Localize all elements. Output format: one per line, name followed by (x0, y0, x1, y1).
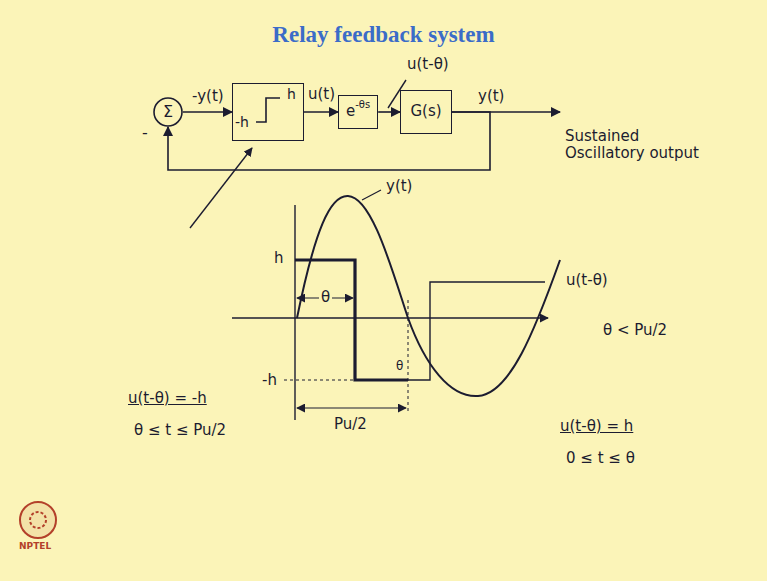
pointer-arrow (190, 148, 252, 228)
condition: 0 ≤ t ≤ θ (566, 450, 635, 467)
curve-label: u(t-θ) (566, 272, 608, 289)
summing-junction: Σ (153, 97, 183, 127)
relay-output-wave (408, 282, 545, 380)
relay-symbol (256, 98, 280, 122)
relay-box: h -h (232, 83, 304, 141)
relay-level: -h (235, 114, 249, 130)
transfer-function: G(s) (410, 103, 441, 120)
vertical-axis (294, 205, 295, 420)
curve-label: y(t) (386, 178, 412, 195)
level-label: h (274, 250, 284, 267)
output-curve (297, 196, 560, 396)
leader-line (388, 80, 406, 108)
equation: u(t-θ) = h (560, 418, 633, 435)
junction-circle (154, 98, 182, 126)
delay-exponent: -θs (355, 99, 370, 111)
note: Sustained Oscillatory output (565, 128, 705, 163)
leader-line (362, 190, 381, 200)
signal-name: u(t) (306, 86, 337, 103)
half-period-dimension (297, 407, 406, 408)
logo-ring (20, 502, 56, 538)
slide-title: Relay feedback system (0, 22, 767, 48)
level-label: -h (262, 372, 277, 389)
equation: u(t-θ) = -h (128, 390, 207, 407)
signal-name: u(t-θ) (405, 56, 451, 73)
feedback-line (168, 112, 490, 170)
plant-box: G(s) (400, 90, 452, 134)
relay-output-wave (295, 260, 408, 380)
signal-line (378, 111, 400, 113)
delay-box: e-θs (338, 95, 378, 129)
logo-gear (30, 512, 46, 528)
level-line (284, 380, 355, 381)
signal-line (304, 111, 338, 113)
summation-sign: Σ (163, 103, 173, 121)
dimension-label: θ (396, 360, 403, 374)
relay-level: h (287, 86, 296, 102)
output-line (452, 111, 560, 113)
signal-line (183, 111, 232, 113)
condition: θ ≤ t ≤ Pu/2 (134, 422, 226, 439)
dimension-label: Pu/2 (334, 416, 367, 433)
signal-name: -y(t) (190, 88, 226, 105)
logo-text: NPTEL (19, 541, 51, 551)
time-axis (232, 317, 548, 318)
delay-base: e (346, 103, 355, 120)
dimension-label: θ (319, 289, 332, 306)
signal-name: y(t) (478, 88, 504, 105)
condition: θ < Pu/2 (603, 322, 667, 339)
sign-mark: - (142, 124, 148, 142)
